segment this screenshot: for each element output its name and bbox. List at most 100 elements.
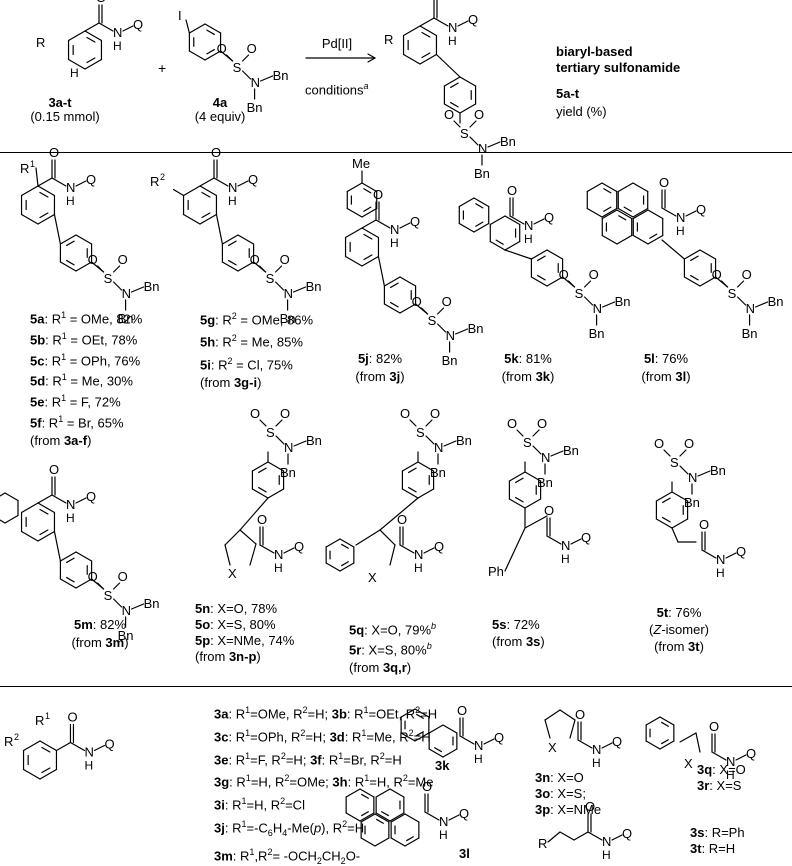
substrate-3k-label: 3k	[435, 758, 450, 773]
atom-I: I	[178, 8, 182, 23]
bond	[355, 529, 381, 546]
bond	[55, 741, 72, 752]
bond	[695, 732, 701, 753]
bond	[345, 788, 361, 798]
bond	[459, 735, 475, 745]
atom-R: R	[538, 836, 547, 851]
bond	[345, 812, 361, 822]
bond	[182, 213, 201, 225]
bond	[414, 708, 430, 718]
substrate-3m: 3m: R1,R2= -OCH2CH2O-	[214, 846, 361, 866]
bond	[617, 207, 634, 218]
atom-S: S	[266, 425, 275, 440]
source-3n-3p: (from 3n-p)	[195, 649, 261, 664]
product-5g: 5g: R2 = OMe, 86%	[200, 311, 314, 328]
bond	[361, 793, 369, 799]
bond	[237, 234, 255, 245]
bond	[75, 578, 93, 589]
bond	[416, 731, 424, 737]
atom-N: N	[284, 440, 293, 455]
bond	[735, 754, 747, 761]
bond	[389, 544, 396, 566]
atom-Q: Q	[622, 826, 632, 841]
bond	[679, 449, 687, 457]
bond	[228, 240, 237, 247]
bond	[39, 740, 58, 752]
product-5n: 5n: X=O, 78%	[195, 601, 278, 616]
bond	[469, 120, 477, 128]
atom-O: O	[49, 462, 59, 477]
bond	[199, 177, 215, 187]
bond	[267, 488, 285, 499]
bond	[473, 197, 490, 208]
bond	[515, 477, 524, 484]
bond	[662, 497, 671, 504]
bond	[199, 213, 218, 225]
bond	[375, 812, 391, 822]
bond	[428, 724, 444, 734]
plus-sign: +	[158, 60, 167, 76]
atom-H: H	[561, 552, 570, 566]
bond	[655, 491, 673, 502]
product-5j: 5j: 82%(from 3j)	[355, 351, 405, 384]
atom-H: H	[390, 236, 399, 250]
atom-Q: Q	[494, 730, 504, 745]
atom-O: O	[247, 41, 257, 56]
bond	[583, 280, 592, 288]
atom-R: R	[384, 32, 393, 47]
atom-H: H	[84, 759, 93, 773]
bond	[75, 234, 93, 245]
bond	[504, 527, 526, 572]
bond	[363, 233, 373, 240]
bond	[275, 419, 283, 427]
atom-O: O	[250, 252, 260, 267]
bond	[601, 207, 618, 218]
bond	[37, 185, 56, 197]
bond	[93, 744, 106, 752]
atom-H: H	[592, 756, 601, 770]
atom-N: N	[122, 603, 131, 618]
bond	[546, 276, 564, 287]
atom-N: N	[228, 180, 237, 195]
atom-H: H	[274, 561, 283, 575]
bond	[550, 450, 564, 457]
atom-Bn: Bn	[768, 294, 784, 309]
bond	[390, 813, 406, 823]
atom-R1: R	[20, 161, 29, 176]
bond	[20, 530, 39, 542]
bond	[475, 203, 484, 209]
atom-Bn: Bn	[537, 475, 553, 490]
atom-Bn: Bn	[118, 628, 134, 643]
atom-Bn: Bn	[474, 166, 490, 181]
bond	[661, 207, 677, 217]
bond	[436, 307, 445, 315]
atom-N: N	[688, 470, 697, 485]
atom-Q: Q	[434, 539, 444, 554]
bond	[434, 747, 442, 753]
atom-S: S	[523, 435, 532, 450]
bond	[601, 742, 613, 749]
atom-N: N	[84, 745, 93, 760]
bond	[659, 716, 675, 726]
bond	[661, 739, 669, 745]
atom-Bn: Bn	[280, 465, 296, 480]
bond	[122, 25, 134, 32]
bond	[586, 207, 603, 218]
bond	[711, 751, 727, 761]
substrate-3g-3h: 3g: R1=H, R2=OMe; 3h: R1=H, R2=Me	[214, 773, 434, 790]
atom-O: O	[659, 175, 669, 190]
bond	[659, 740, 675, 750]
bond	[601, 234, 618, 245]
bond	[399, 222, 411, 229]
bond	[361, 227, 380, 239]
bond	[96, 265, 105, 273]
bond	[390, 282, 399, 289]
bond	[339, 538, 355, 548]
bond	[577, 739, 593, 749]
bond	[655, 518, 673, 529]
product-5o: 5o: X=S, 80%	[195, 617, 276, 632]
bond	[632, 234, 649, 245]
bond	[224, 529, 241, 546]
atom-O: O	[118, 569, 128, 584]
atom-O: O	[709, 719, 719, 734]
